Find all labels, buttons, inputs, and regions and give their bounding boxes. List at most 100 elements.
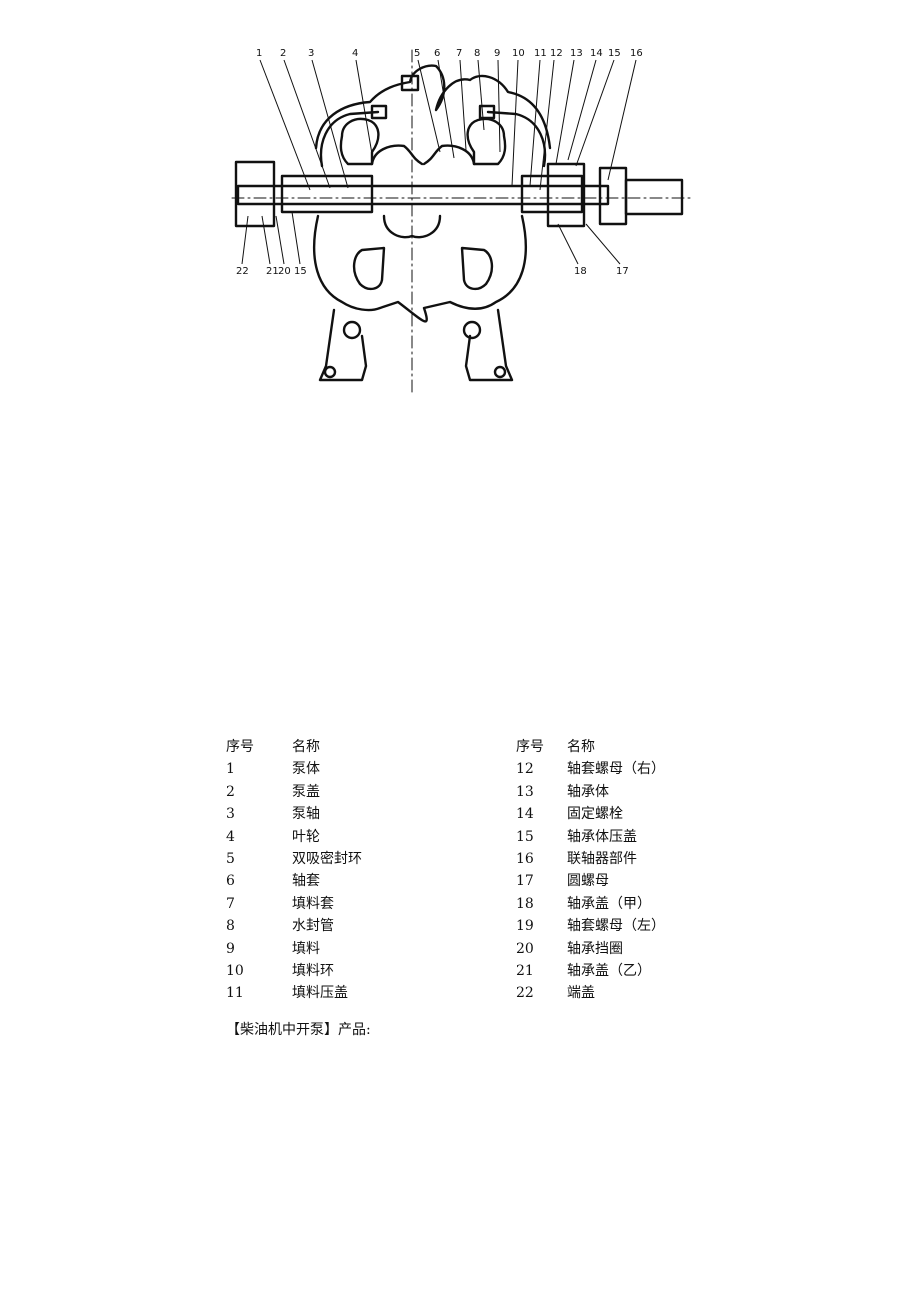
left-stuffing-box — [280, 174, 374, 214]
header-index-right: 序号 — [516, 739, 544, 755]
callout-2: 2 — [280, 48, 286, 59]
upper-left-volute — [339, 117, 380, 166]
lower-casing-outline — [312, 214, 527, 323]
right-pipe-fitting — [478, 104, 496, 120]
part-index-cell: 14 — [516, 806, 534, 823]
table-row: 1 泵体 12 轴套螺母（右） — [226, 758, 707, 780]
part-name-cell: 轴套螺母（左） — [567, 918, 665, 935]
lower-right-volute — [460, 246, 494, 291]
part-name-cell: 泵盖 — [292, 783, 320, 800]
callout-12: 12 — [550, 48, 563, 59]
coupling-hub — [598, 166, 628, 226]
right-foot-bolt — [462, 320, 482, 340]
coupling-half — [624, 178, 684, 216]
callout-21: 21 — [266, 266, 279, 277]
table-row: 3 泵轴 14 固定螺栓 — [226, 803, 707, 825]
lower-impeller — [382, 214, 442, 239]
table-header-row: 序号 名称 序号 名称 — [226, 736, 707, 758]
callout-4: 4 — [352, 48, 358, 59]
part-index-cell: 20 — [516, 940, 534, 957]
part-name-cell: 轴承体 — [567, 783, 609, 800]
part-name-cell: 轴承挡圈 — [567, 940, 623, 957]
part-index-cell: 7 — [226, 895, 235, 912]
callout-11: 11 — [534, 48, 547, 59]
lower-left-volute — [352, 246, 386, 291]
upper-left-impeller-eye — [370, 144, 424, 166]
right-foot — [464, 308, 514, 382]
header-name-right: 名称 — [567, 739, 595, 755]
left-water-seal-pipe — [319, 110, 380, 168]
product-caption: 【柴油机中开泵】产品: — [226, 1022, 371, 1038]
callout-6: 6 — [434, 48, 440, 59]
callout-labels: 1 2 3 4 5 6 7 8 9 10 11 12 13 14 15 16 2… — [236, 48, 643, 277]
callout-14: 14 — [590, 48, 603, 59]
part-index-cell: 22 — [516, 985, 534, 1002]
part-name-cell: 圆螺母 — [567, 873, 609, 890]
part-index-cell: 12 — [516, 761, 534, 778]
callout-8: 8 — [474, 48, 480, 59]
left-foot — [318, 308, 368, 382]
part-index-cell: 1 — [226, 761, 235, 778]
part-index-cell: 13 — [516, 783, 534, 800]
part-index-cell: 17 — [516, 873, 534, 890]
part-name-cell: 轴承盖（甲） — [567, 895, 651, 912]
callout-15: 15 — [608, 48, 621, 59]
pump-shaft — [236, 184, 610, 206]
part-index-cell: 21 — [516, 963, 534, 980]
part-index-cell: 4 — [226, 828, 235, 845]
part-name-cell: 填料压盖 — [292, 985, 348, 1002]
part-index-cell: 19 — [516, 918, 534, 935]
part-name-cell: 填料环 — [292, 963, 334, 980]
part-name-cell: 填料套 — [292, 895, 334, 912]
callout-13: 13 — [570, 48, 583, 59]
part-name-cell: 轴套 — [292, 873, 320, 890]
part-name-cell: 轴承盖（乙） — [567, 963, 651, 980]
part-index-cell: 16 — [516, 851, 534, 868]
callout-18: 18 — [574, 266, 587, 277]
left-foot-bolt — [342, 320, 362, 340]
callout-9: 9 — [494, 48, 500, 59]
pump-cross-section-drawing: 1 2 3 4 5 6 7 8 9 10 11 12 13 14 15 16 2… — [222, 40, 702, 395]
callout-10: 10 — [512, 48, 525, 59]
callout-7: 7 — [456, 48, 462, 59]
left-anchor-hole — [323, 365, 337, 379]
part-index-cell: 15 — [516, 828, 534, 845]
part-name-cell: 泵轴 — [292, 806, 320, 823]
header-index-left: 序号 — [226, 739, 254, 755]
part-name-cell: 填料 — [292, 940, 320, 957]
part-index-cell: 3 — [226, 806, 235, 823]
right-bearing-housing — [546, 162, 586, 228]
callout-5: 5 — [414, 48, 420, 59]
part-name-cell: 轴承体压盖 — [567, 828, 637, 845]
callout-15-bottom: 15 — [294, 266, 307, 277]
part-name-cell: 轴套螺母（右） — [567, 761, 665, 778]
part-name-cell: 联轴器部件 — [567, 851, 637, 868]
upper-right-impeller-eye — [422, 144, 476, 166]
part-name-cell: 水封管 — [292, 918, 334, 935]
top-vent-plug — [400, 74, 420, 92]
right-anchor-hole — [493, 365, 507, 379]
part-index-cell: 5 — [226, 851, 235, 868]
table-row: 8 水封管 19 轴套螺母（左） — [226, 915, 707, 937]
part-name-cell: 端盖 — [567, 985, 595, 1002]
left-pipe-fitting — [370, 104, 388, 120]
part-index-cell: 8 — [226, 918, 235, 935]
pump-drawing-svg: 1 2 3 4 5 6 7 8 9 10 11 12 13 14 15 16 2… — [231, 48, 693, 393]
part-name-cell: 泵体 — [292, 761, 320, 778]
callout-20: 20 — [278, 266, 291, 277]
right-water-seal-pipe — [486, 110, 547, 168]
table-row: 6 轴套 17 圆螺母 — [226, 870, 707, 892]
part-index-cell: 6 — [226, 873, 235, 890]
part-name-cell: 固定螺栓 — [567, 806, 623, 823]
upper-casing-outline — [314, 64, 552, 150]
callout-17: 17 — [616, 266, 629, 277]
left-bearing-housing — [234, 160, 276, 228]
